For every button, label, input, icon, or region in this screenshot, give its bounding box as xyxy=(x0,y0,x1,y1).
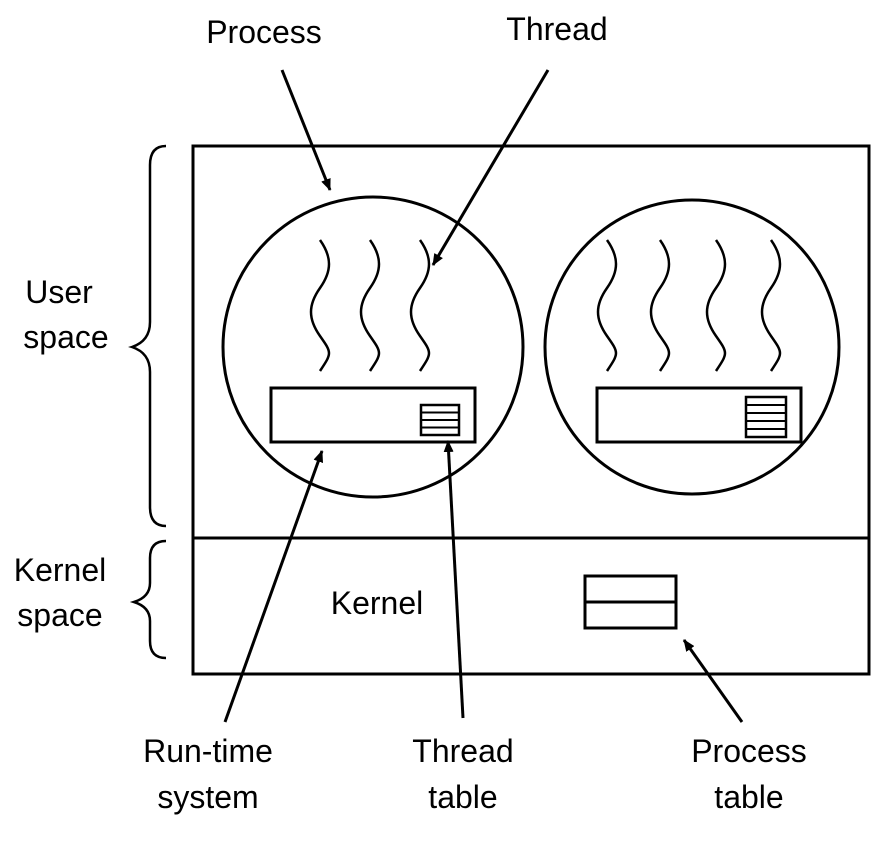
process-table-label-line2: table xyxy=(714,779,783,815)
kernel-label: Kernel xyxy=(331,585,424,621)
process-table-arrow xyxy=(682,639,744,723)
thread-table-icon xyxy=(744,395,788,439)
thread-table-label-line2: table xyxy=(428,779,497,815)
kernel-space-brace xyxy=(129,539,167,660)
process-right xyxy=(543,198,841,496)
thread-squiggle xyxy=(359,239,381,372)
runtime-system-label-line2: system xyxy=(157,779,258,815)
kernel-space-label-line2: space xyxy=(17,597,102,633)
thread-table-arrow xyxy=(443,440,465,719)
thread-table-icon xyxy=(419,403,461,437)
thread-squiggle xyxy=(309,239,331,372)
thread-table-label-line1: Thread xyxy=(412,733,513,769)
thread-squiggle xyxy=(649,239,671,372)
thread-squiggle xyxy=(596,239,618,372)
thread-squiggle xyxy=(705,239,727,372)
user-space-label-line1: User xyxy=(25,274,93,310)
thread-arrow xyxy=(431,69,550,266)
runtime-system-label-line1: Run-time xyxy=(143,733,273,769)
thread-squiggle xyxy=(409,239,431,372)
process-circle xyxy=(543,198,841,496)
user-space-label-line2: space xyxy=(23,319,108,355)
thread-label: Thread xyxy=(506,11,607,47)
thread-squiggle xyxy=(760,239,782,372)
runtime-system-box xyxy=(269,386,477,444)
process-table-label-line1: Process xyxy=(691,733,807,769)
process-arrow xyxy=(280,69,332,191)
user-space-brace xyxy=(128,144,167,528)
process-circle xyxy=(221,195,525,499)
system-box xyxy=(191,144,871,676)
process-left xyxy=(221,195,525,499)
kernel-space-label-line1: Kernel xyxy=(14,552,107,588)
runtime-system-arrow xyxy=(223,450,324,723)
runtime-system-box xyxy=(595,386,803,444)
process-label: Process xyxy=(206,14,322,50)
process-table-icon xyxy=(583,574,678,630)
